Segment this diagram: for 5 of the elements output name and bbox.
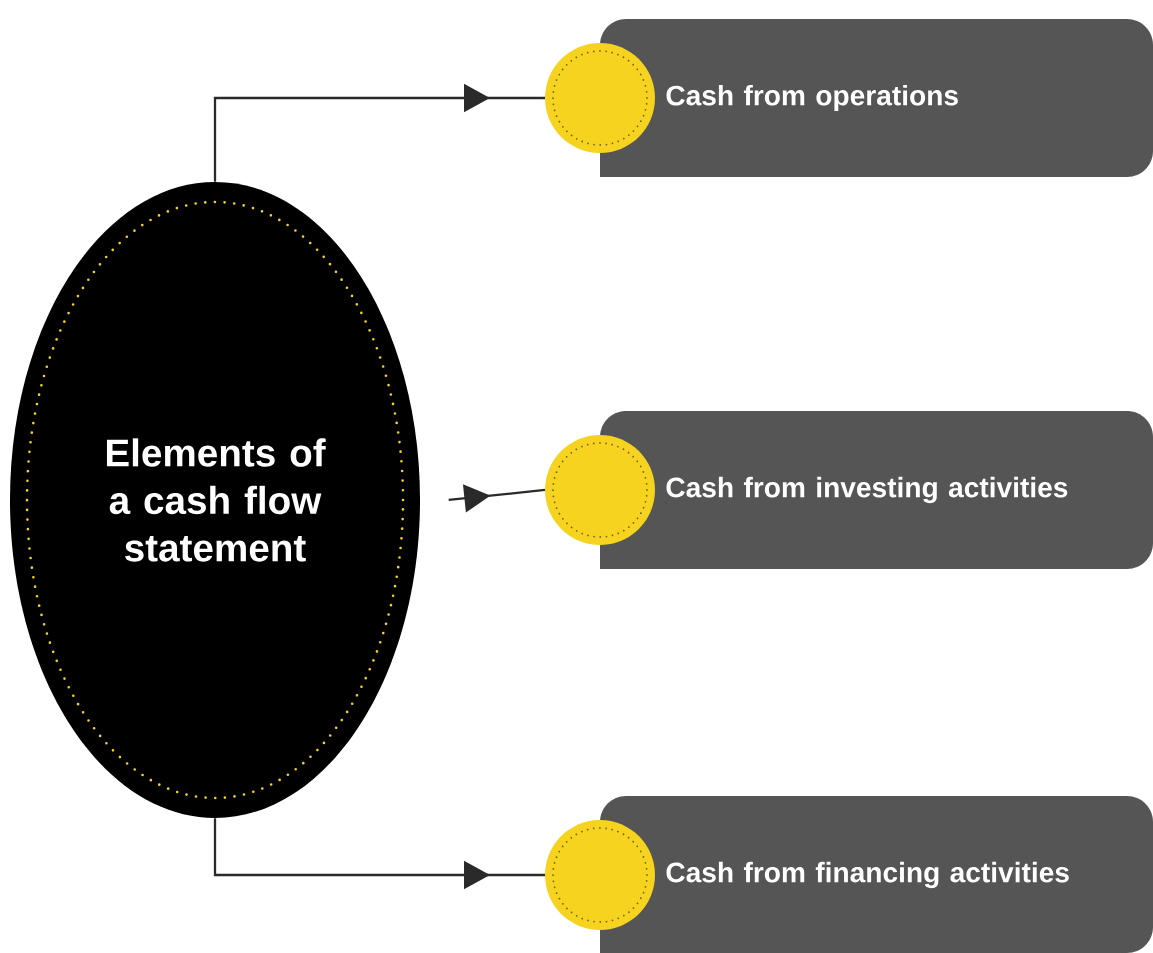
- round-node: Elements of a cash flow statement: [10, 182, 420, 818]
- arrow: [213, 83, 545, 182]
- bar-node: Cash from financing activities: [545, 796, 1153, 953]
- bar-node: Cash from investing activities: [545, 411, 1153, 569]
- bar-node: Cash from operations: [545, 19, 1153, 177]
